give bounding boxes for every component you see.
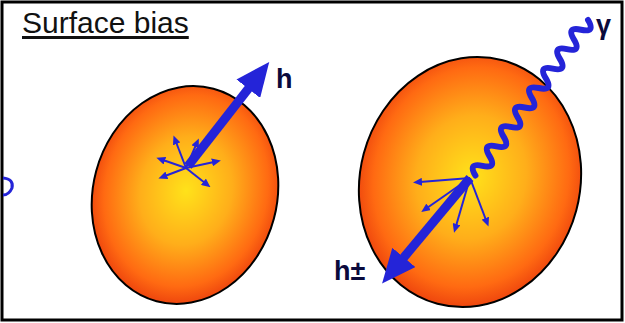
nucleus-blob <box>68 65 303 323</box>
hadron-arrow <box>400 178 470 262</box>
diagram-title: Surface bias <box>22 8 189 38</box>
photon-label: γ <box>596 12 611 39</box>
nucleus-blob <box>331 32 609 323</box>
edge-mark <box>3 178 12 195</box>
hadron-label: h <box>276 66 293 93</box>
charged-hadron-label: h± <box>334 258 365 285</box>
hadron-arrow <box>188 84 252 166</box>
photon-wave <box>470 16 594 180</box>
